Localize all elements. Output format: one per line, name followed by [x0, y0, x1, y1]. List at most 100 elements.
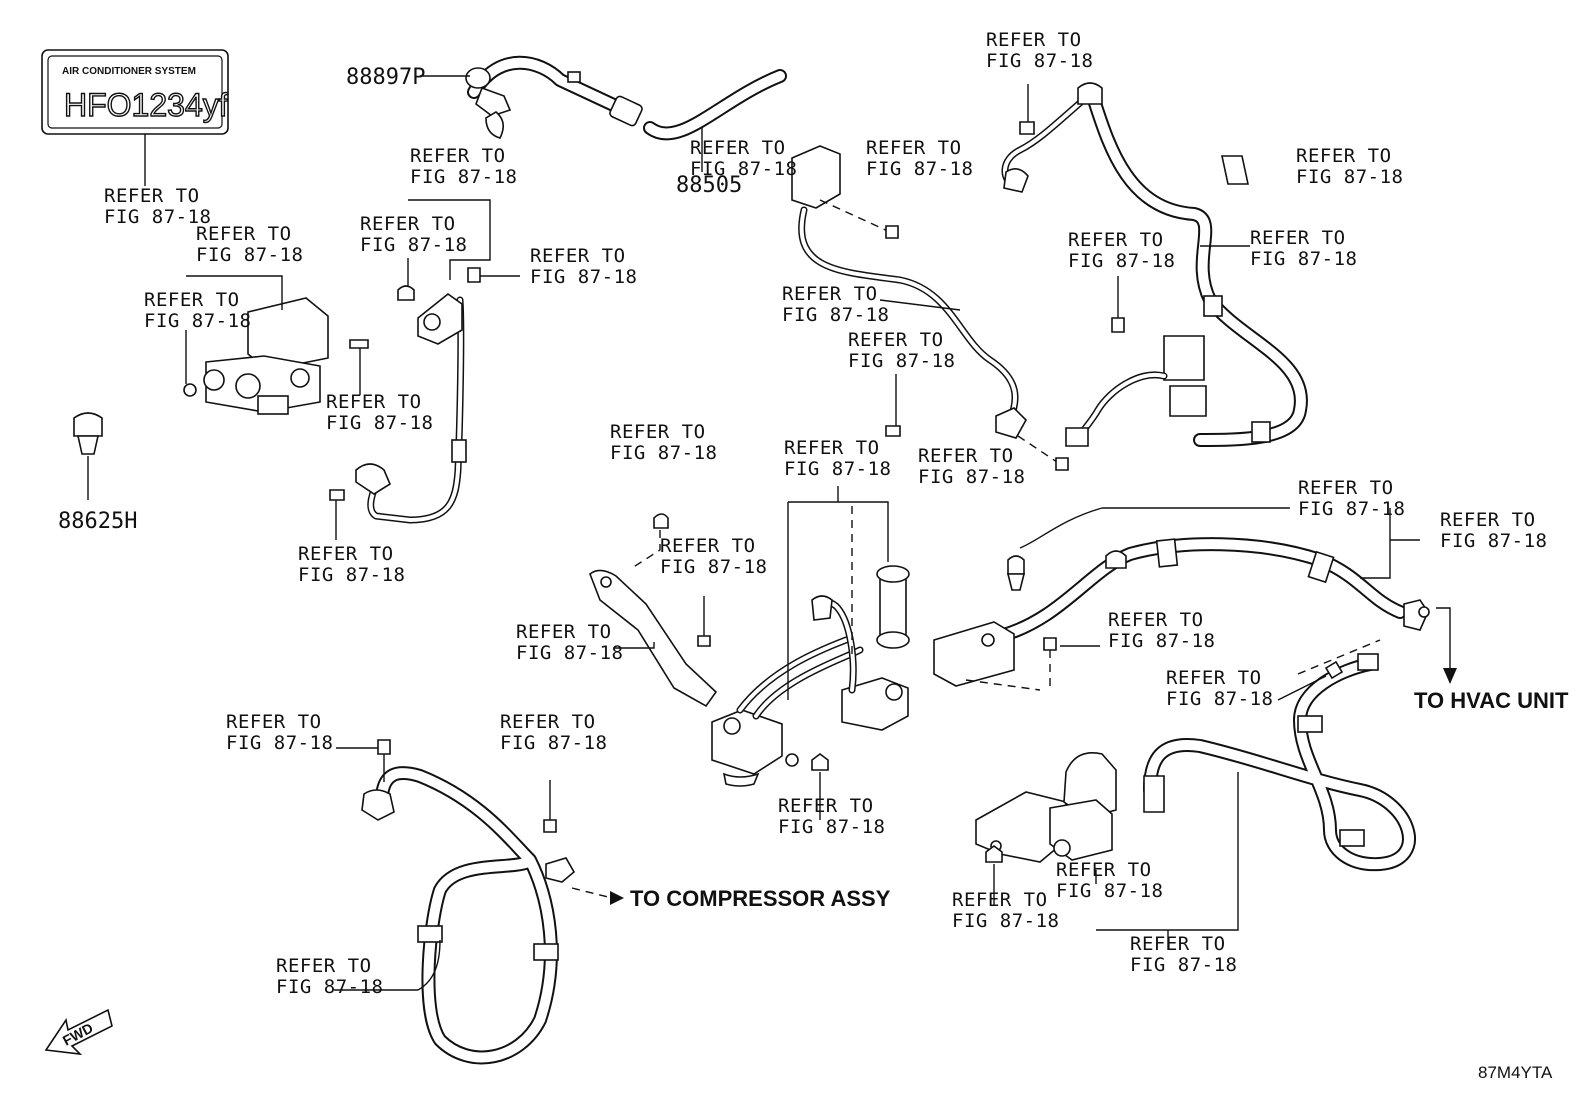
fig-reference-line: FIG 87-18 [226, 732, 333, 754]
fig-reference-line: FIG 87-18 [690, 158, 797, 180]
compressor-hose-lower-left [361, 766, 576, 1065]
fig-reference-line: FIG 87-18 [918, 466, 1025, 488]
fig-reference-line: FIG 87-18 [196, 244, 303, 266]
fig-reference-line: FIG 87-18 [610, 442, 717, 464]
refer-to-line: REFER TO [784, 437, 880, 459]
fig-reference-line: FIG 87-18 [986, 50, 1093, 72]
discharge-hose-lower-right [1143, 653, 1416, 872]
sticker-header: AIR CONDITIONER SYSTEM [62, 66, 196, 77]
sticker-refrigerant: HFO1234yf [64, 87, 228, 123]
part-number-88625h: 88625H [58, 509, 137, 534]
liquid-pipe-left [355, 292, 467, 524]
refer-to-line: REFER TO [918, 445, 1014, 467]
refrigerant-label-sticker: AIR CONDITIONER SYSTEM HFO1234yf [41, 49, 229, 135]
refer-to-line: REFER TO [1130, 933, 1226, 955]
clip-88625h [73, 412, 103, 455]
fig-reference-line: FIG 87-18 [144, 310, 251, 332]
to-hvac-unit-label: TO HVAC UNIT [1414, 688, 1569, 713]
refer-to-line: REFER TO [144, 289, 240, 311]
refer-to-line: REFER TO [848, 329, 944, 351]
fig-reference-line: FIG 87-18 [500, 732, 607, 754]
pressure-tube-center [791, 145, 1027, 439]
fig-reference-line: FIG 87-18 [1298, 498, 1405, 520]
refer-to-line: REFER TO [1056, 859, 1152, 881]
fig-reference-line: FIG 87-18 [848, 350, 955, 372]
refer-to-line: REFER TO [952, 889, 1048, 911]
pressure-switch-valve [975, 752, 1117, 863]
refer-to-line: REFER TO [196, 223, 292, 245]
fig-reference-line: FIG 87-18 [660, 556, 767, 578]
refer-to-line: REFER TO [866, 137, 962, 159]
fig-reference-line: FIG 87-18 [104, 206, 211, 228]
refer-to-line: REFER TO [226, 711, 322, 733]
refer-to-line: REFER TO [1298, 477, 1394, 499]
fig-reference-line: FIG 87-18 [326, 412, 433, 434]
refer-to-line: REFER TO [326, 391, 422, 413]
refer-to-line: REFER TO [690, 137, 786, 159]
center-manifold-block [711, 565, 910, 787]
part-number-88897p: 88897P [346, 65, 425, 90]
refer-to-line: REFER TO [782, 283, 878, 305]
refer-to-line: REFER TO [1440, 509, 1536, 531]
refer-to-line: REFER TO [610, 421, 706, 443]
fig-reference-line: FIG 87-18 [778, 816, 885, 838]
fig-reference-line: FIG 87-18 [1108, 630, 1215, 652]
hvac-suction-line [933, 537, 1430, 687]
forward-direction-marker: FWD [44, 1008, 113, 1056]
fig-reference-line: FIG 87-18 [1440, 530, 1547, 552]
refer-to-line: REFER TO [660, 535, 756, 557]
expansion-valve-block [203, 297, 329, 415]
refer-to-line: REFER TO [104, 185, 200, 207]
refer-to-line: REFER TO [986, 29, 1082, 51]
refer-to-line: REFER TO [516, 621, 612, 643]
suction-hose-upper [465, 55, 787, 141]
fig-reference-line: FIG 87-18 [516, 642, 623, 664]
refer-to-line: REFER TO [500, 711, 596, 733]
fig-reference-line: FIG 87-18 [1130, 954, 1237, 976]
refer-to-line: REFER TO [298, 543, 394, 565]
fig-reference-line: FIG 87-18 [784, 458, 891, 480]
fig-reference-line: FIG 87-18 [276, 976, 383, 998]
refer-to-line: REFER TO [360, 213, 456, 235]
fig-reference-line: FIG 87-18 [410, 166, 517, 188]
refer-to-line: REFER TO [1250, 227, 1346, 249]
fig-reference-line: FIG 87-18 [1296, 166, 1403, 188]
refer-to-line: REFER TO [530, 245, 626, 267]
fig-reference-line: FIG 87-18 [360, 234, 467, 256]
fig-reference-line: FIG 87-18 [952, 910, 1059, 932]
fig-reference-line: FIG 87-18 [298, 564, 405, 586]
fig-reference-line: FIG 87-18 [1068, 250, 1175, 272]
fig-reference-line: FIG 87-18 [1166, 688, 1273, 710]
fig-reference-line: FIG 87-18 [1056, 880, 1163, 902]
fig-reference-line: FIG 87-18 [530, 266, 637, 288]
